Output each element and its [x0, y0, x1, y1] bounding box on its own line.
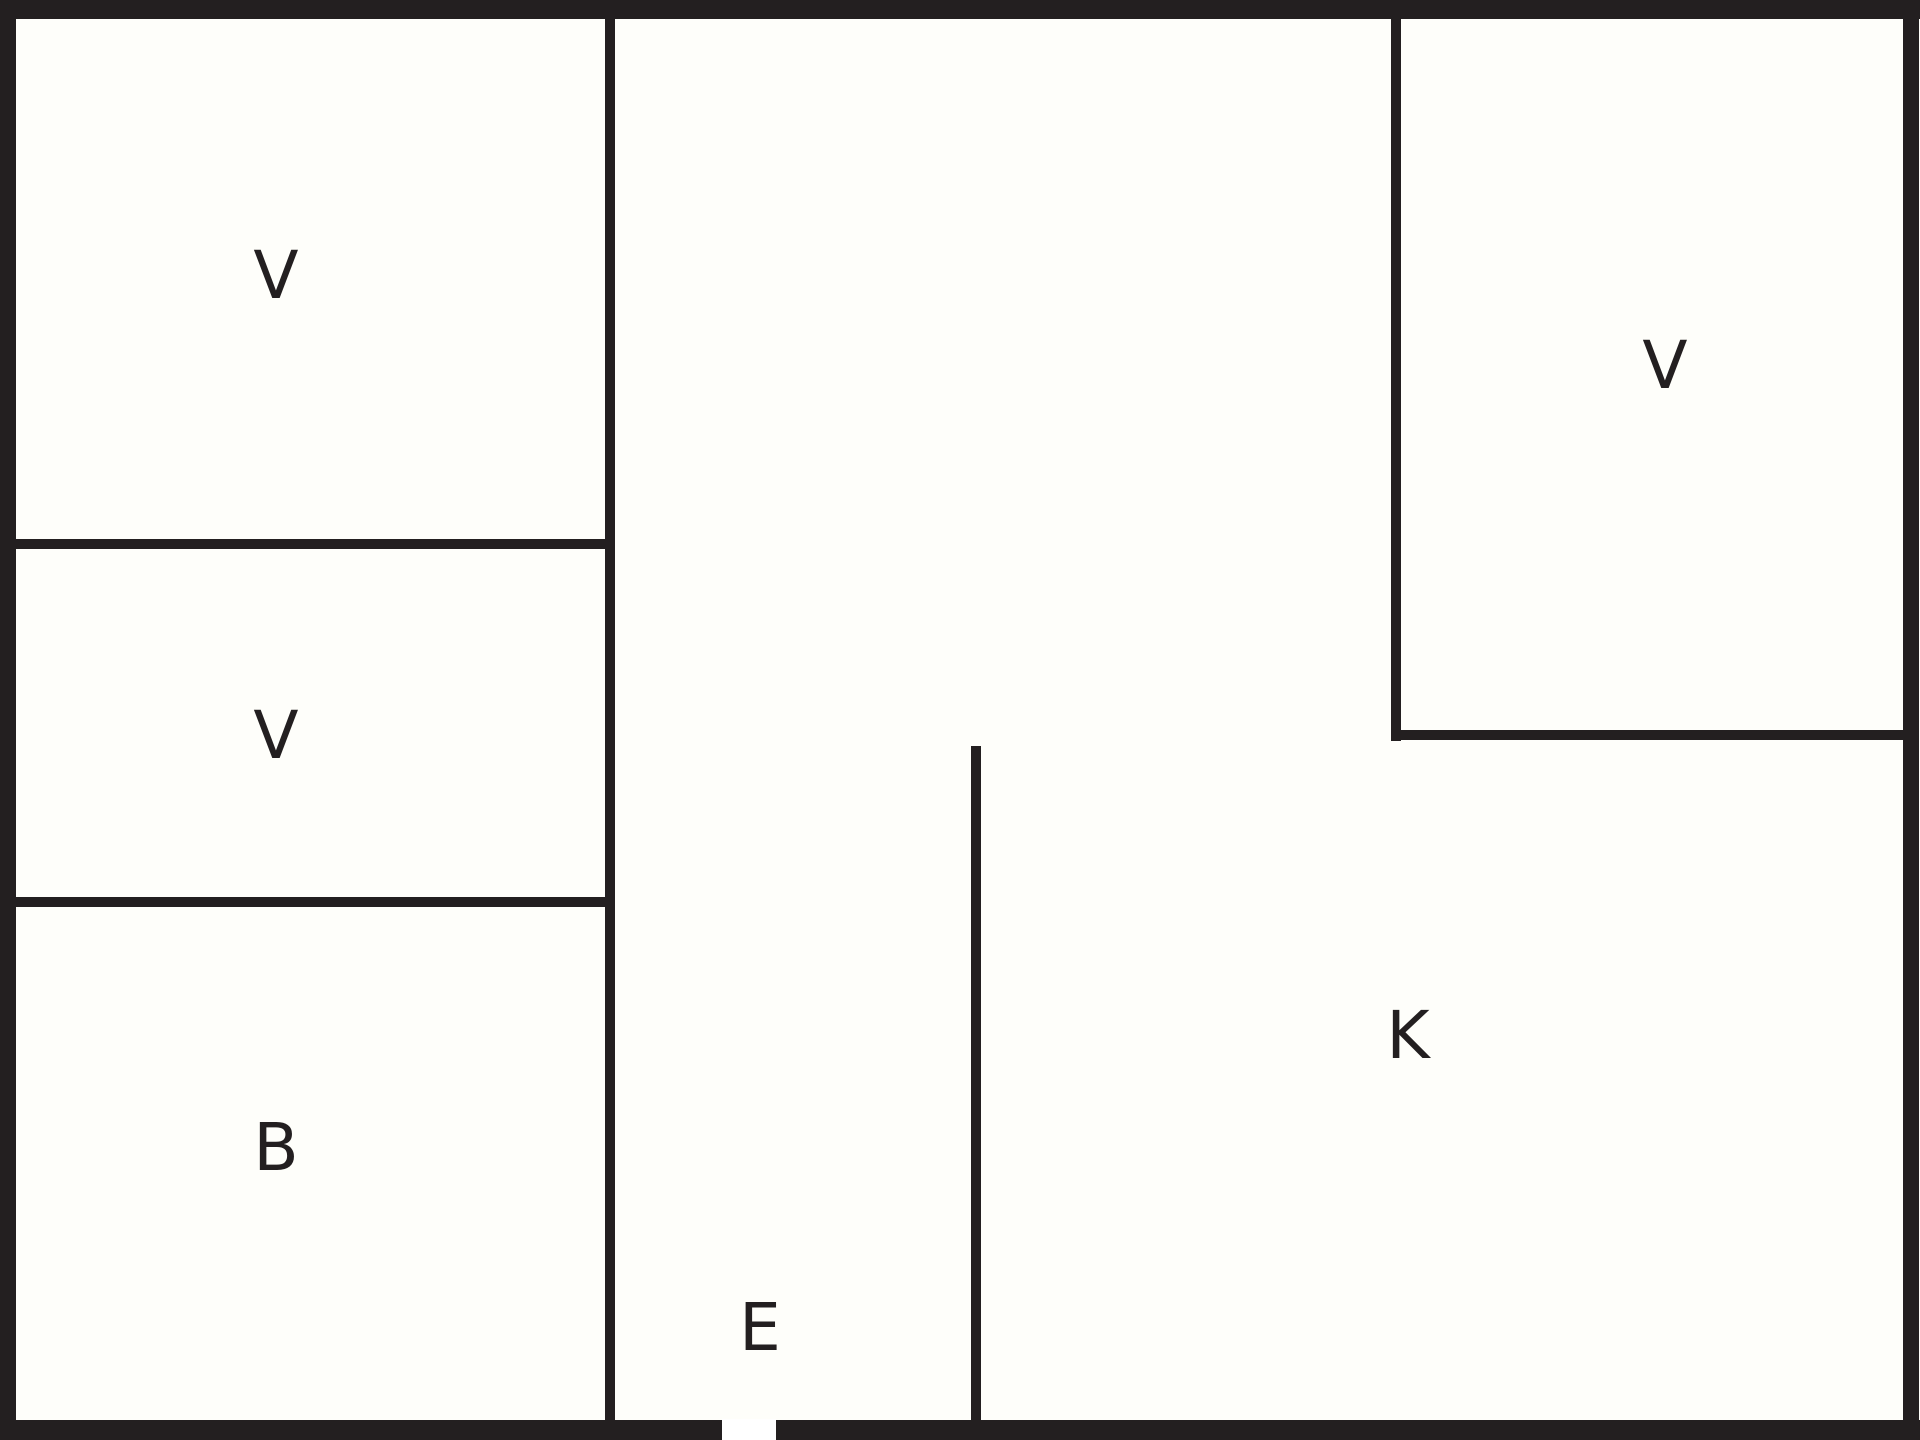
room-label-v-middle-left: V	[253, 697, 298, 774]
room-label-k-kitchen: K	[1386, 997, 1431, 1074]
room-label-v-top-right: V	[1642, 327, 1687, 404]
room-label-v-top-left: V	[253, 237, 298, 314]
room-label-b-bottom-left: B	[253, 1109, 298, 1186]
entrance-door-gap	[722, 1419, 776, 1440]
room-label-e-entrance: E	[739, 1289, 781, 1366]
